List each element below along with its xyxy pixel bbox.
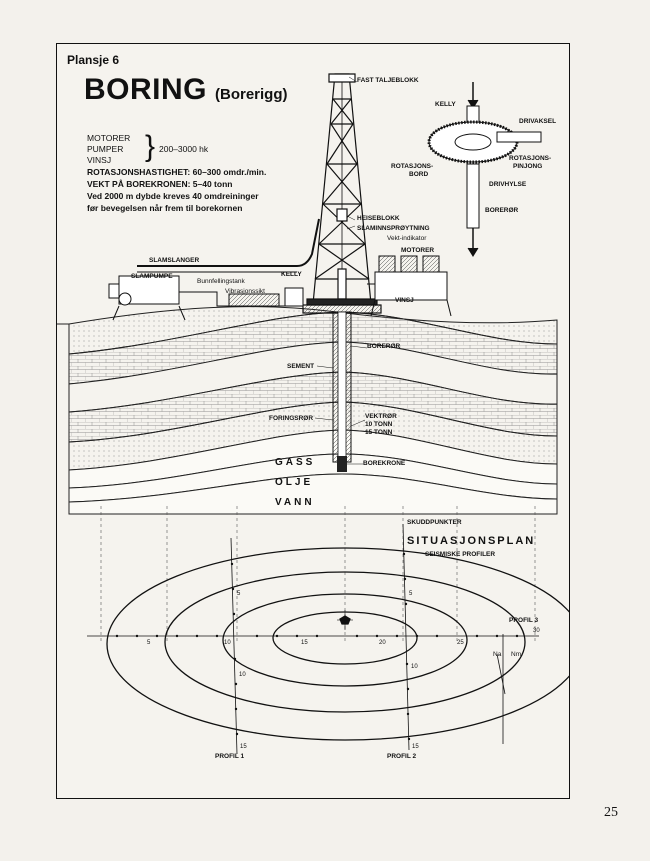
projection-lines	[100, 506, 536, 644]
label-slampumpe: SLAMPUMPE	[131, 273, 173, 280]
label-vektror-10: 10 TONN	[365, 421, 393, 428]
label-borekrone: BOREKRONE	[363, 460, 406, 467]
label-sement: SEMENT	[287, 363, 315, 370]
layer-vann: VANN	[275, 497, 315, 508]
label-north-b: Nm	[511, 651, 522, 658]
surface-equipment	[108, 218, 452, 321]
label-vektror-15: 15 TONN	[365, 429, 393, 436]
inset-label-kelly: KELLY	[435, 101, 456, 108]
label-profil-3: PROFIL 3	[509, 617, 539, 624]
label-vinsj: VINSJ	[395, 297, 414, 304]
label-vektror: VEKTRØR	[365, 413, 397, 420]
spec-depth-note-1: Ved 2000 m dybde kreves 40 omdreininger	[87, 191, 259, 201]
label-profil-2: PROFIL 2	[387, 753, 417, 760]
layer-olje: OLJE	[275, 477, 314, 488]
spec-weight: VEKT PÅ BOREKRONEN: 5–40 tonn	[87, 179, 233, 189]
well-bore	[332, 311, 352, 472]
tick-v2: 15	[412, 744, 419, 750]
spec-pumper: PUMPER	[87, 144, 124, 154]
inset-label-rotasjonsbord-2: BORD	[409, 171, 429, 178]
tick-h: 25	[457, 640, 464, 646]
shot-points	[115, 552, 519, 741]
page-number: 25	[604, 805, 618, 820]
drilling-rig-illustration	[57, 73, 569, 755]
plan-title: SITUASJONSPLAN	[407, 535, 536, 547]
tick-h: 15	[301, 640, 308, 646]
layer-gass: GASS	[275, 457, 316, 468]
inset-label-rotasjonsbord-1: ROTASJONS-	[391, 163, 434, 170]
label-borerør: BORERØR	[367, 343, 401, 350]
spec-rotation: ROTASJONSHASTIGHET: 60–300 omdr./min.	[87, 167, 267, 177]
page-subtitle: (Borerigg)	[215, 86, 288, 103]
tick-h: 5	[147, 640, 151, 646]
plan-subtitle: SEISMISKE PROFILER	[425, 551, 496, 558]
tick-v1: 10	[239, 672, 246, 678]
spec-vinsj: VINSJ	[87, 155, 112, 165]
label-heiseblokk: HEISEBLOKK	[357, 215, 400, 222]
inset-label-rotasjonspinjong-1: ROTASJONS-	[509, 155, 552, 162]
label-slamslanger: SLAMSLANGER	[149, 257, 200, 264]
spec-power: 200–3000 hk	[159, 144, 209, 154]
inset-label-drivaksel: DRIVAKSEL	[519, 118, 557, 125]
page-title: BORING	[84, 73, 207, 106]
label-bunnfellingstank: Bunnfellingstank	[197, 278, 245, 285]
plate-number: Plansje 6	[67, 53, 120, 67]
leader-lines	[314, 76, 368, 465]
tick-v1: 15	[240, 744, 247, 750]
label-slaminnsproytning: SLAMINNSPRØYTNING	[357, 225, 430, 232]
label-vibrasjonssikt: Vibrasjonssikt	[225, 288, 265, 295]
tick-v1: 5	[237, 591, 241, 597]
label-north-a: Na	[493, 651, 502, 658]
rotary-table-inset	[427, 82, 542, 257]
spec-depth-note-2: før bevegelsen når frem til borekornen	[87, 203, 243, 213]
plate-frame: Plansje 6 BORING (Borerigg) MOTORER PUMP…	[56, 43, 570, 799]
label-skuddpunkter: SKUDDPUNKTER	[407, 519, 462, 526]
structure-contours	[106, 547, 569, 741]
tick-h: 10	[224, 640, 231, 646]
tick-h: 20	[379, 640, 386, 646]
tick-h: 30	[533, 628, 540, 634]
label-fast-taljeblokk: FAST TALJEBLOKK	[357, 77, 419, 84]
inset-label-drivhylse: DRIVHYLSE	[489, 181, 527, 188]
tick-v2: 10	[411, 664, 418, 670]
rock-strata	[57, 306, 558, 515]
label-vekt-indikator: Vekt-indikator	[387, 235, 427, 242]
label-profil-1: PROFIL 1	[215, 753, 245, 760]
inset-label-rotasjonspinjong-2: PINJONG	[513, 163, 543, 170]
spec-motorer: MOTORER	[87, 133, 131, 143]
label-kelly: KELLY	[281, 271, 302, 278]
derrick	[302, 73, 382, 314]
seismic-profiles	[87, 523, 539, 755]
tick-v2: 5	[409, 591, 413, 597]
inset-label-borerør: BORERØR	[485, 207, 519, 214]
label-foringsror: FORINGSRØR	[269, 415, 314, 422]
label-motorer: MOTORER	[401, 247, 435, 254]
spec-brace: }	[145, 130, 156, 163]
